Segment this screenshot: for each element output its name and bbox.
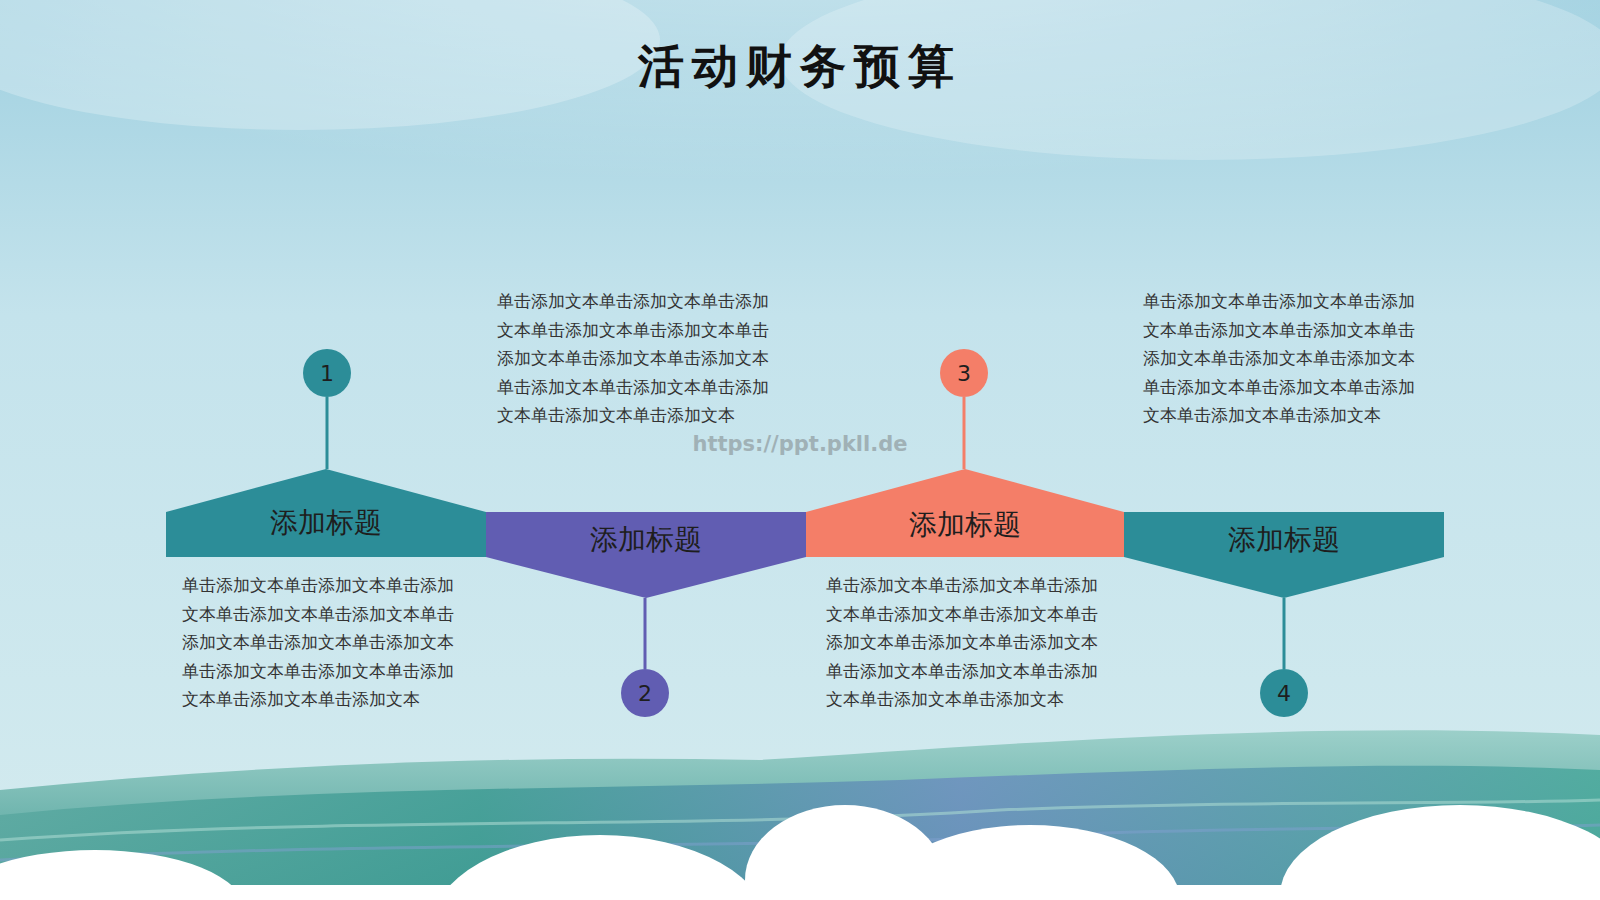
step-number-circle: 4 [1260,669,1308,717]
step-number: 1 [320,361,334,386]
step-number-circle: 3 [940,349,988,397]
step-number: 4 [1277,681,1291,706]
page-title: 活动财务预算 [0,36,1600,98]
title-band: 添加标题 [1124,512,1444,598]
stem-line [644,598,647,669]
step-number: 3 [957,361,971,386]
body-text: 单击添加文本单击添加文本单击添加 文本单击添加文本单击添加文本单击 添加文本单击… [182,571,467,714]
band-heading: 添加标题 [1228,521,1340,559]
step-number-circle: 2 [621,669,669,717]
step-number-circle: 1 [303,349,351,397]
band-fill [1124,512,1444,598]
body-text: 单击添加文本单击添加文本单击添加 文本单击添加文本单击添加文本单击 添加文本单击… [1143,287,1428,430]
stem-line [1283,598,1286,669]
band-heading: 添加标题 [909,506,1021,544]
band-fill [486,512,806,598]
band-heading: 添加标题 [270,504,382,542]
band-fill [806,469,1124,557]
step-number: 2 [638,681,652,706]
band-heading: 添加标题 [590,521,702,559]
title-band: 添加标题 [166,469,486,557]
stem-line [326,397,329,469]
body-text: 单击添加文本单击添加文本单击添加 文本单击添加文本单击添加文本单击 添加文本单击… [826,571,1111,714]
band-fill [166,469,486,557]
watermark: https://ppt.pkll.de [0,432,1600,456]
body-text: 单击添加文本单击添加文本单击添加 文本单击添加文本单击添加文本单击 添加文本单击… [497,287,782,430]
title-band: 添加标题 [806,469,1124,557]
title-band: 添加标题 [486,512,806,598]
stem-line [963,397,966,469]
